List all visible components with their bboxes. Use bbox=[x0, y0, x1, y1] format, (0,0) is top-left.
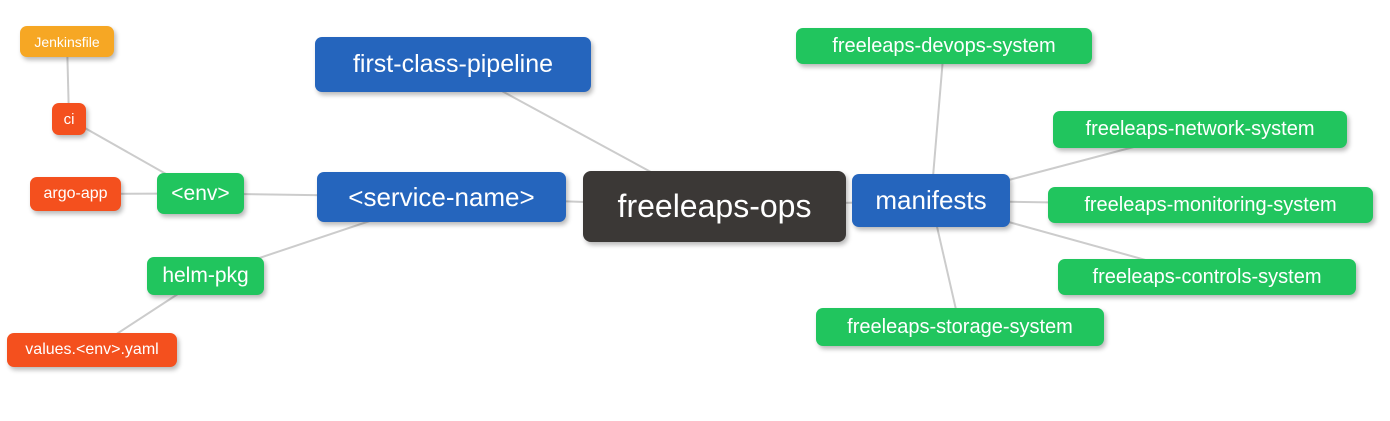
node-freeleaps-storage-system[interactable]: freeleaps-storage-system bbox=[816, 308, 1104, 346]
node-jenkinsfile[interactable]: Jenkinsfile bbox=[20, 26, 114, 57]
node-service-name[interactable]: <service-name> bbox=[317, 172, 566, 222]
node-helm-pkg[interactable]: helm-pkg bbox=[147, 257, 264, 295]
node-argo-app[interactable]: argo-app bbox=[30, 177, 121, 211]
node-freeleaps-ops[interactable]: freeleaps-ops bbox=[583, 171, 846, 242]
node-values-env-yaml[interactable]: values.<env>.yaml bbox=[7, 333, 177, 367]
node-env[interactable]: <env> bbox=[157, 173, 244, 214]
node-manifests[interactable]: manifests bbox=[852, 174, 1010, 227]
node-ci[interactable]: ci bbox=[52, 103, 86, 135]
node-freeleaps-monitoring-system[interactable]: freeleaps-monitoring-system bbox=[1048, 187, 1373, 223]
node-freeleaps-controls-system[interactable]: freeleaps-controls-system bbox=[1058, 259, 1356, 295]
node-first-class-pipeline[interactable]: first-class-pipeline bbox=[315, 37, 591, 92]
node-freeleaps-network-system[interactable]: freeleaps-network-system bbox=[1053, 111, 1347, 148]
node-freeleaps-devops-system[interactable]: freeleaps-devops-system bbox=[796, 28, 1092, 64]
